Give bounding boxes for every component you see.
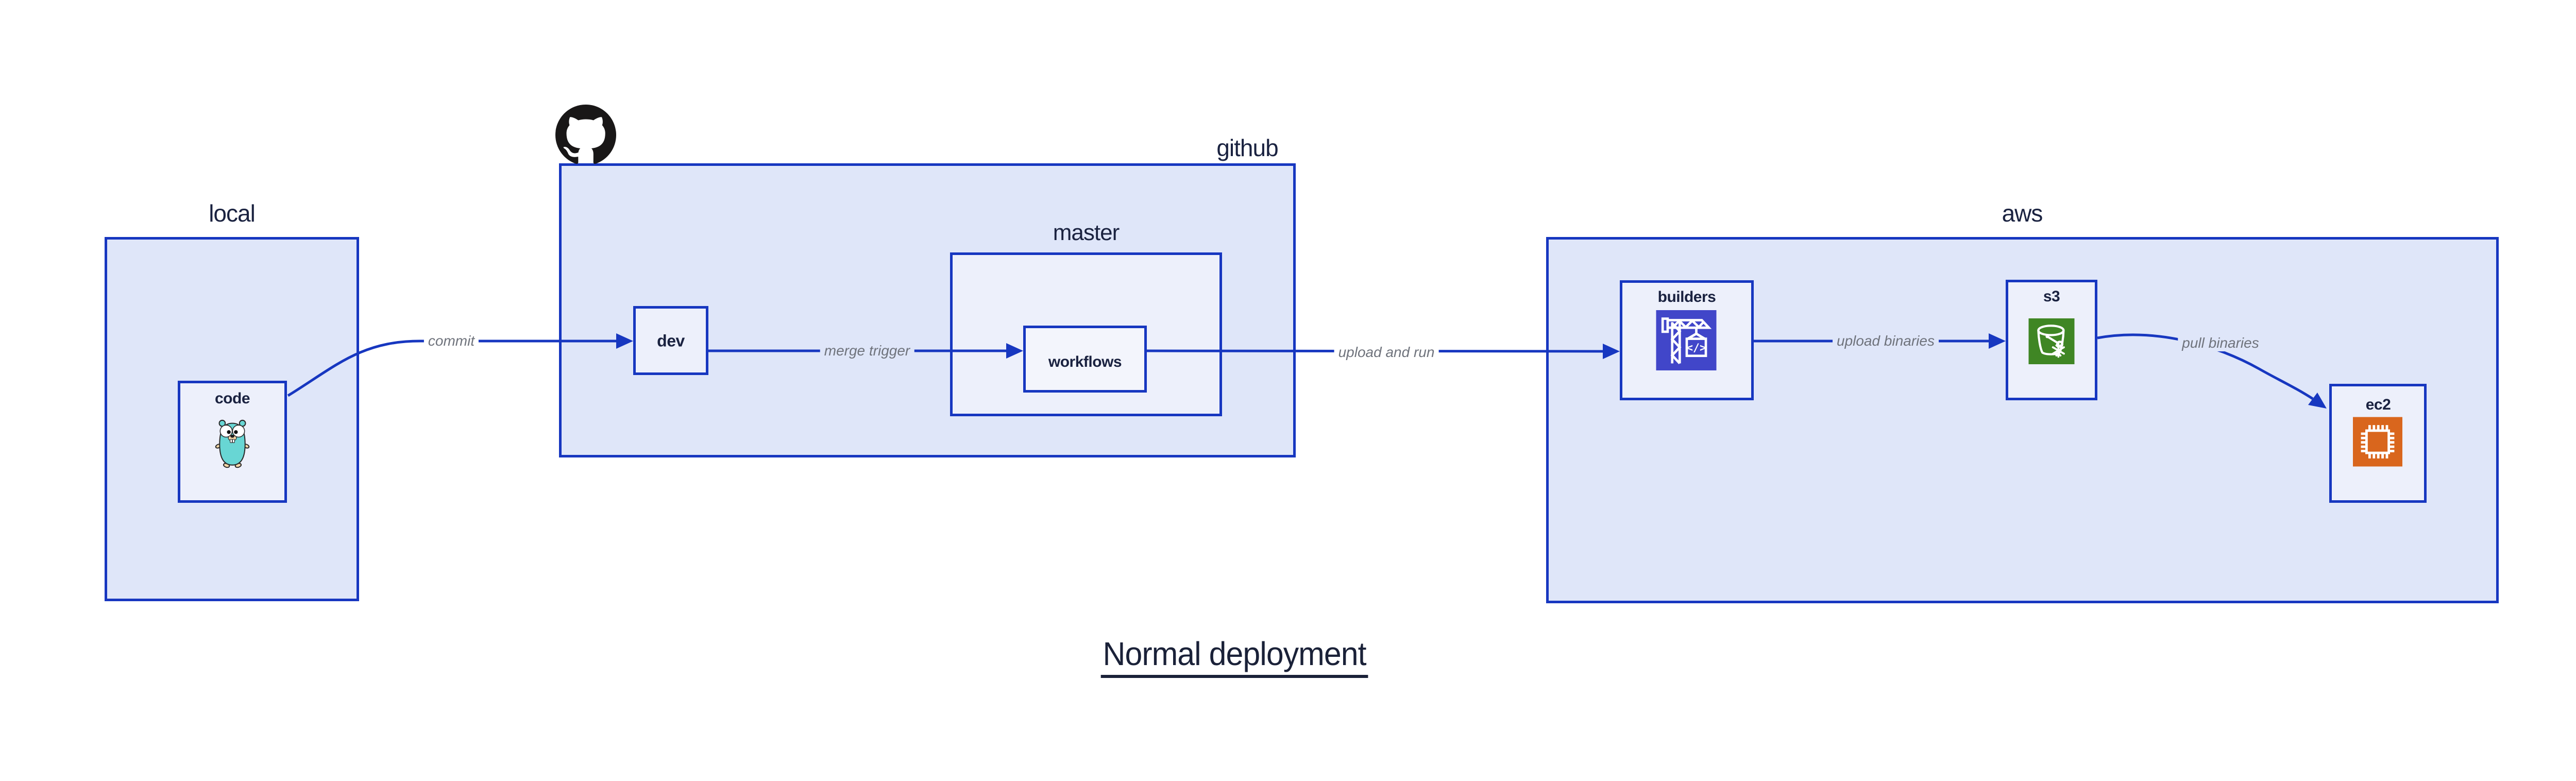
edge-upload-and-run-label: upload and run (1334, 344, 1439, 361)
codebuild-crane-icon: </> (1656, 310, 1717, 370)
ec2-chip-icon (2353, 417, 2402, 467)
github-octocat-icon (555, 105, 616, 164)
code-node-label: code (214, 390, 250, 407)
workflows-node-label: workflows (1048, 353, 1122, 370)
github-group-label: github (1216, 134, 1278, 161)
aws-group-label: aws (2002, 200, 2043, 227)
workflows-node-box (1023, 326, 1147, 393)
ec2-node-label: ec2 (2365, 396, 2391, 413)
s3-node-label: s3 (2043, 288, 2060, 305)
edge-merge-trigger-label: merge trigger (820, 343, 914, 359)
builders-node-box (1620, 280, 1754, 400)
local-group-label: local (209, 200, 256, 227)
edge-pull-binaries-label: pull binaries (2178, 335, 2263, 351)
dev-node-box (633, 306, 708, 375)
master-group-label: master (1053, 220, 1120, 245)
go-gopher-icon (215, 419, 250, 468)
svg-text:</>: </> (1686, 342, 1706, 354)
diagram-title: Normal deployment (1100, 635, 1368, 678)
s3-bucket-snowflake-icon (2028, 318, 2075, 364)
edge-upload-binaries-label: upload binaries (1833, 333, 1939, 349)
dev-node-label: dev (657, 331, 685, 350)
builders-node-label: builders (1657, 288, 1716, 305)
edge-commit-label: commit (423, 333, 479, 349)
